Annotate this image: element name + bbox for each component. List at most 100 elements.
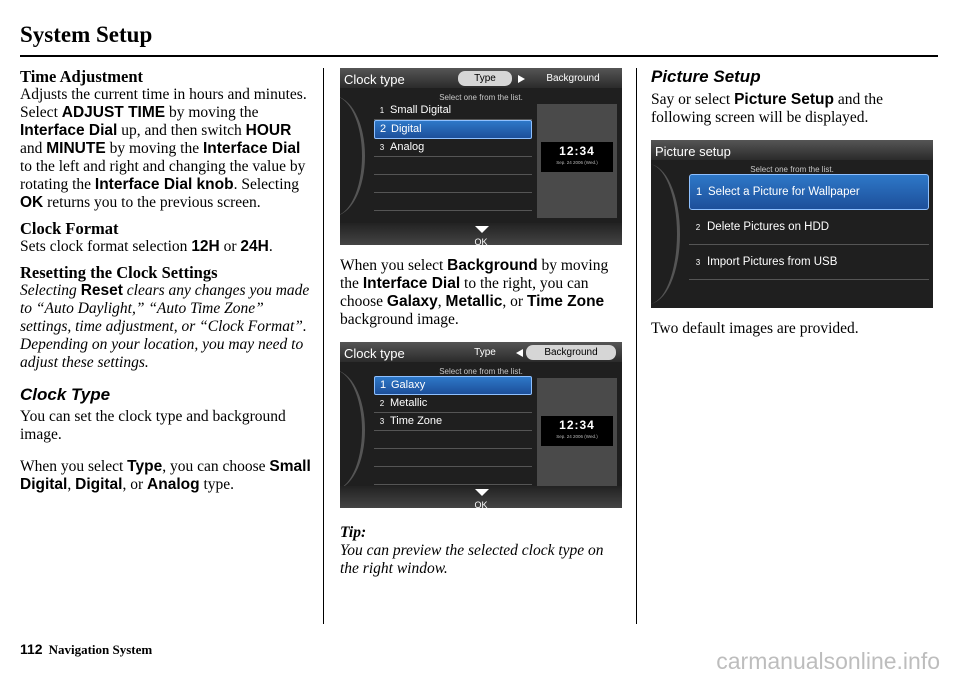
text: , you can choose (162, 458, 270, 475)
text: When you select (340, 257, 448, 274)
item-label: Metallic (390, 397, 428, 409)
ok-button[interactable]: OK (340, 223, 622, 245)
time-adjustment-text: Adjusts the current time in hours and mi… (20, 86, 315, 212)
arrow-left-icon (516, 349, 523, 357)
resetting-text: Selecting Reset clears any changes you m… (20, 282, 315, 372)
list-item-empty (374, 431, 532, 449)
keyword-interface-dial-knob: Interface Dial knob (94, 176, 234, 193)
keyword-time-zone: Time Zone (526, 293, 605, 310)
clock-time: 12:34 (559, 144, 595, 158)
dial-arc (651, 164, 680, 304)
keyword-adjust-time: ADJUST TIME (61, 104, 166, 121)
item-number: 2 (695, 223, 701, 232)
keyword-interface-dial: Interface Dial (362, 275, 461, 292)
screen-header (651, 140, 933, 160)
text: and (20, 140, 47, 157)
arrow-right-icon (518, 75, 525, 83)
ok-label: OK (474, 500, 488, 508)
clock-display: 12:34 Sep. 24 2006 (Wed.) (541, 416, 613, 446)
chevron-down-icon (475, 489, 489, 496)
keyword-24h: 24H (240, 238, 269, 255)
tab-type[interactable]: Type (474, 347, 496, 358)
list-item[interactable]: 1 Small Digital (374, 102, 532, 120)
dial-arc (340, 370, 365, 490)
text: type. (199, 476, 235, 493)
keyword-minute: MINUTE (46, 140, 106, 157)
list-item-empty (374, 193, 532, 211)
column-left: Time Adjustment Adjusts the current time… (20, 68, 315, 494)
keyword-interface-dial: Interface Dial (203, 140, 301, 157)
list-item-empty (374, 175, 532, 193)
text: to the right, you can choose (340, 275, 589, 310)
item-label: Small Digital (390, 104, 452, 116)
keyword-metallic: Metallic (445, 293, 503, 310)
column-divider (636, 68, 637, 624)
tab-type[interactable]: Type (458, 71, 512, 86)
clock-type-heading: Clock Type (20, 385, 111, 404)
text: When you select (20, 458, 128, 475)
picture-setup-screen: Picture setup Select one from the list. … (651, 140, 933, 308)
item-number: 2 (379, 123, 387, 135)
item-label: Select a Picture for Wallpaper (708, 186, 860, 198)
keyword-hour: HOUR (245, 122, 292, 139)
text: Selecting (20, 282, 81, 299)
time-adjustment-heading: Time Adjustment (20, 67, 143, 86)
text: , (67, 476, 76, 493)
item-label: Import Pictures from USB (707, 256, 838, 268)
tip-text: You can preview the selected clock type … (340, 542, 604, 577)
clock-preview: 12:34 Sep. 24 2006 (Wed.) (537, 378, 617, 492)
keyword-ok: OK (20, 194, 44, 211)
list-item-empty (374, 157, 532, 175)
clock-type-screen-background: Clock type Type Background Select one fr… (340, 342, 622, 508)
keyword-picture-setup: Picture Setup (734, 91, 834, 108)
keyword-galaxy: Galaxy (386, 293, 438, 310)
list-item-empty (374, 467, 532, 485)
item-number: 1 (379, 379, 387, 391)
page-title: System Setup (20, 22, 153, 47)
list-item-selected[interactable]: 2 Digital (374, 120, 532, 139)
text: background image. (340, 311, 459, 328)
column-middle: Clock type Type Background Select one fr… (340, 68, 625, 578)
item-label: Digital (391, 123, 422, 135)
ok-button[interactable]: OK (340, 486, 622, 508)
item-number: 3 (379, 143, 385, 152)
page-footer: 112 Navigation System (20, 641, 152, 658)
screen-subtitle: Select one from the list. (439, 93, 523, 102)
text: . (268, 238, 273, 255)
tab-background[interactable]: Background (526, 345, 616, 360)
text: Adjusts the current time in hours and mi… (20, 86, 307, 121)
clock-preview: 12:34 Sep. 24 2006 (Wed.) (537, 104, 617, 218)
column-divider (323, 68, 324, 624)
clock-display: 12:34 Sep. 24 2006 (Wed.) (541, 142, 613, 172)
clock-type-screen-type: Clock type Type Background Select one fr… (340, 68, 622, 245)
text: by moving the (165, 104, 259, 121)
item-number: 3 (695, 258, 701, 267)
page-number: 112 (20, 641, 43, 657)
keyword-12h: 12H (191, 238, 220, 255)
list-item[interactable]: 3 Import Pictures from USB (689, 245, 929, 280)
picture-setup-text: Say or select Picture Setup and the foll… (651, 91, 941, 127)
keyword-interface-dial: Interface Dial (20, 122, 118, 139)
screen-title: Clock type (344, 72, 405, 87)
text: by moving the (340, 257, 609, 292)
footer-label: Navigation System (48, 642, 153, 657)
text: to the left and right and changing the v… (20, 158, 306, 193)
resetting-heading: Resetting the Clock Settings (20, 263, 218, 282)
text: , (437, 293, 446, 310)
column-right: Picture Setup Say or select Picture Setu… (651, 68, 941, 338)
clock-date: Sep. 24 2006 (Wed.) (556, 434, 598, 439)
text: Say or select (651, 91, 735, 108)
tab-background[interactable]: Background (546, 73, 600, 84)
item-number: 3 (379, 417, 385, 426)
clock-type-select-text: When you select Type, you can choose Sma… (20, 458, 315, 494)
screen-subtitle: Select one from the list. (750, 165, 834, 174)
item-number: 1 (379, 106, 385, 115)
